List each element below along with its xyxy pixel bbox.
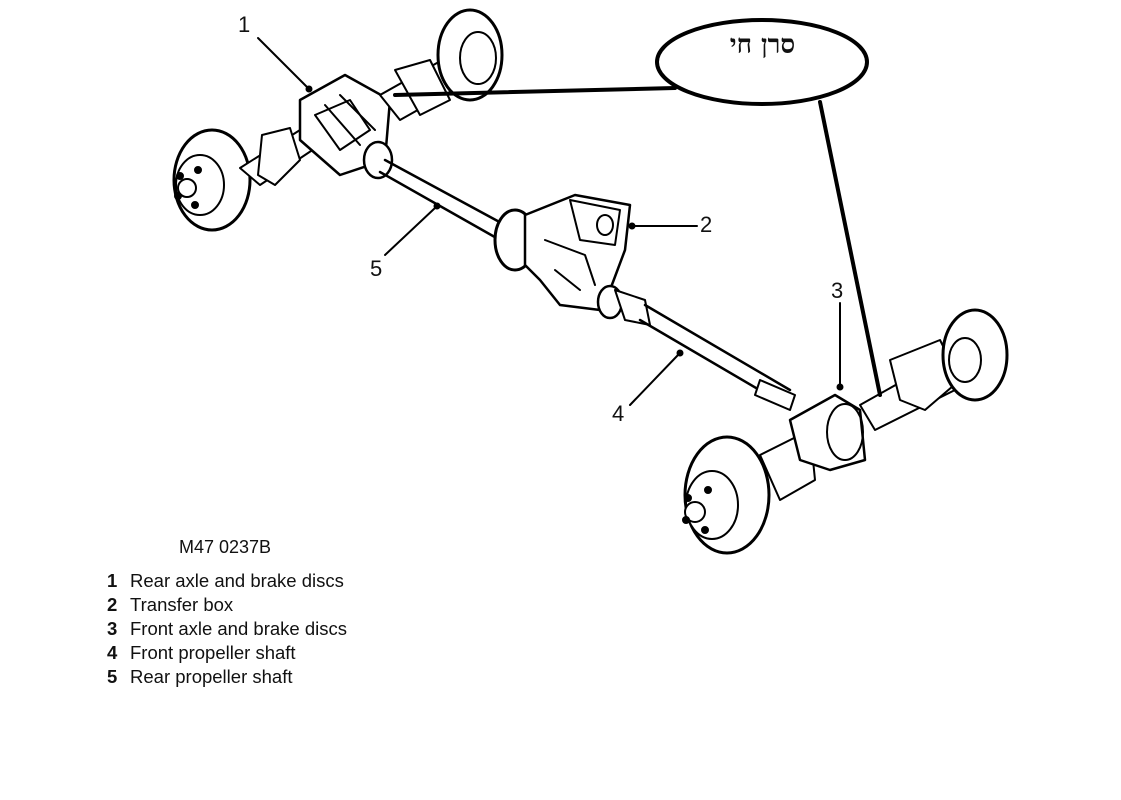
legend-item: 3 Front axle and brake discs [107,617,347,641]
legend-text: Front propeller shaft [130,642,296,663]
leader-lines [257,37,844,406]
legend-number: 5 [107,666,118,687]
legend-number: 1 [107,570,118,591]
legend-item: 1 Rear axle and brake discs [107,569,347,593]
callout-3: 3 [831,278,844,303]
legend-number: 2 [107,594,118,615]
callout-4: 4 [612,401,625,426]
legend-text: Transfer box [130,594,234,615]
callout-1: 1 [238,12,251,37]
legend-item: 2 Transfer box [107,593,347,617]
annotation-callout [393,18,882,397]
legend-text: Rear axle and brake discs [130,570,344,591]
legend-text: Rear propeller shaft [130,666,293,687]
legend-text: Front axle and brake discs [130,618,347,639]
front-axle-drawing [682,308,1009,555]
callout-5: 5 [370,256,383,281]
figure-code: M47 0237B [179,537,272,557]
transfer-box-drawing [493,193,651,326]
legend-item: 5 Rear propeller shaft [107,665,347,689]
rear-propeller-shaft-drawing [378,158,507,242]
callout-2: 2 [700,212,713,237]
legend-number: 4 [107,642,118,663]
rear-axle-drawing [172,8,504,232]
legend-item: 4 Front propeller shaft [107,641,347,665]
legend: 1 Rear axle and brake discs 2 Transfer box… [107,569,347,689]
legend-number: 3 [107,618,118,639]
annotation-label: סרן חי [729,30,796,60]
front-propeller-shaft-drawing [638,303,796,411]
